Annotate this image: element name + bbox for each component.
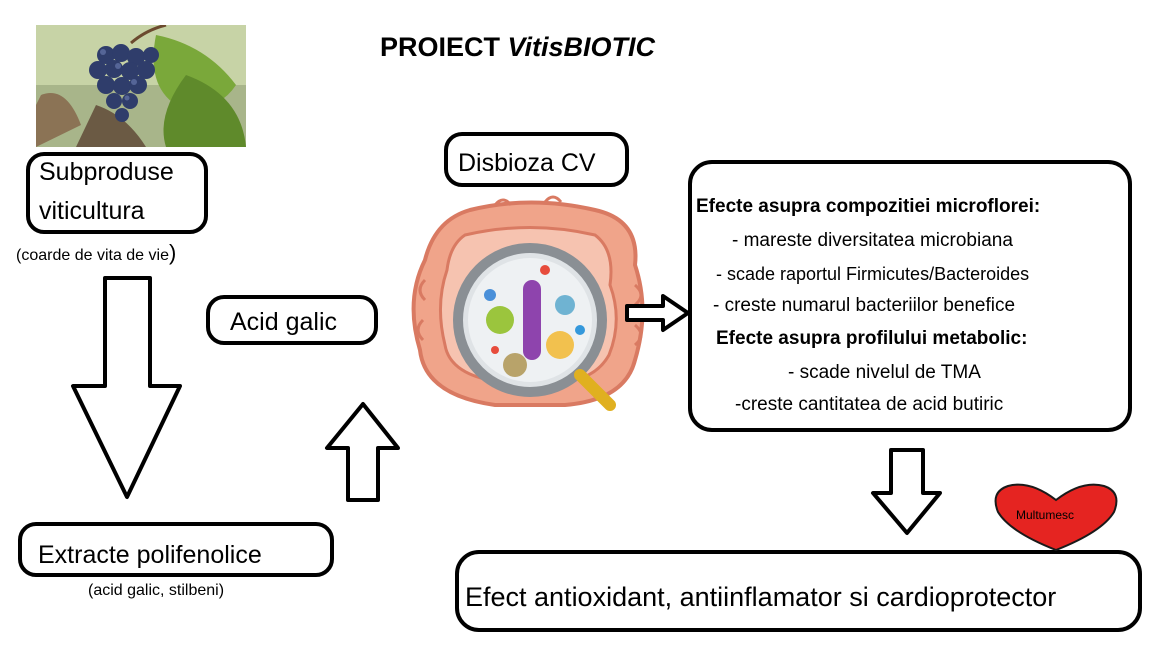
arrow-down-effects	[871, 448, 942, 535]
effects-heading-microflora: Efecte asupra compozitiei microflorei:	[696, 196, 1041, 217]
heart-label: Multumesc	[1016, 508, 1075, 522]
effects-box: Efecte asupra compozitiei microflorei: -…	[688, 160, 1132, 432]
effects-item: - scade raportul Firmicutes/Bacteroides	[716, 264, 1030, 284]
dysbiosis-label: Disbioza CV	[458, 149, 596, 177]
extracts-label: Extracte polifenolice	[38, 541, 262, 569]
dysbiosis-box: Disbioza CV	[444, 132, 629, 187]
byproducts-line1: Subproduse	[39, 158, 174, 186]
acid-box: Acid galic	[206, 295, 378, 345]
arrow-up-acid	[325, 402, 400, 502]
byproducts-note: (coarde de vita de vie)	[16, 240, 177, 265]
page-title: PROIECT VitisBIOTIC	[380, 32, 656, 62]
heart-icon: Multumesc	[990, 482, 1122, 552]
grape-photo	[36, 25, 246, 147]
outcome-box: Efect antioxidant, antiinflamator si car…	[455, 550, 1142, 632]
acid-label: Acid galic	[230, 308, 337, 336]
extracts-note: (acid galic, stilbeni)	[88, 582, 225, 599]
byproducts-box: Subproduse viticultura	[26, 152, 208, 234]
effects-item: - creste numarul bacteriilor benefice	[713, 295, 1016, 316]
effects-item: - scade nivelul de TMA	[788, 362, 981, 383]
effects-heading-metabolic: Efecte asupra profilului metabolic:	[716, 328, 1028, 349]
outcome-label: Efect antioxidant, antiinflamator si car…	[465, 582, 1057, 612]
byproducts-line2: viticultura	[39, 197, 145, 225]
intestine-illustration	[395, 190, 665, 415]
effects-item: -creste cantitatea de acid butiric	[735, 394, 1004, 415]
arrow-down-byproducts	[71, 276, 182, 499]
extracts-box: Extracte polifenolice	[18, 522, 334, 577]
effects-item: - mareste diversitatea microbiana	[732, 230, 1013, 251]
